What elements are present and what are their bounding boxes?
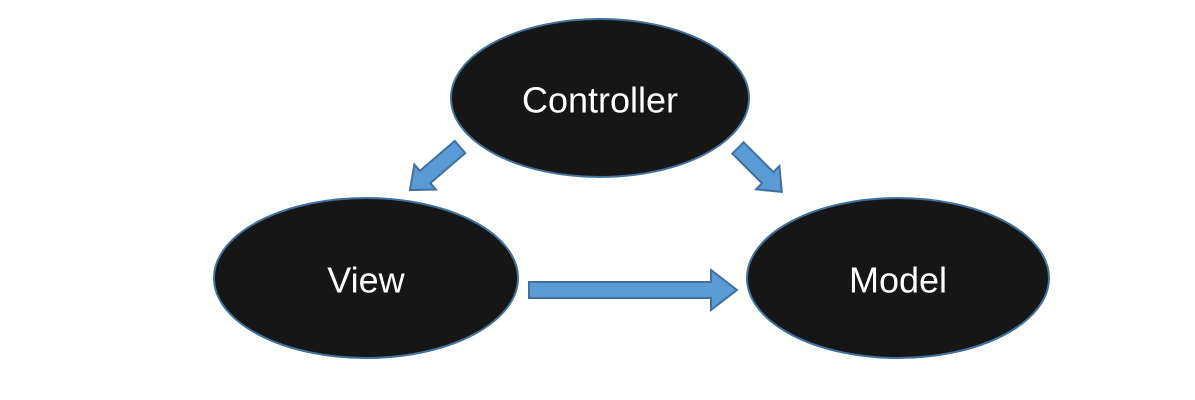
- controller-label: Controller: [522, 80, 678, 121]
- controller-ellipse: [450, 18, 750, 178]
- model-label: Model: [849, 260, 947, 301]
- node-controller: Controller: [450, 18, 750, 178]
- arrow-view-to-model: [528, 267, 739, 313]
- arrow-controller-to-model-shape: [730, 140, 783, 193]
- view-ellipse: [213, 197, 519, 359]
- node-view: View: [213, 197, 519, 359]
- arrow-controller-to-view: [408, 139, 467, 192]
- model-ellipse: [746, 197, 1050, 359]
- node-model: Model: [746, 197, 1050, 359]
- arrow-view-to-model-shape: [528, 267, 739, 313]
- arrow-controller-to-model: [730, 140, 783, 193]
- view-label: View: [327, 260, 405, 301]
- arrow-controller-to-view-shape: [408, 139, 467, 192]
